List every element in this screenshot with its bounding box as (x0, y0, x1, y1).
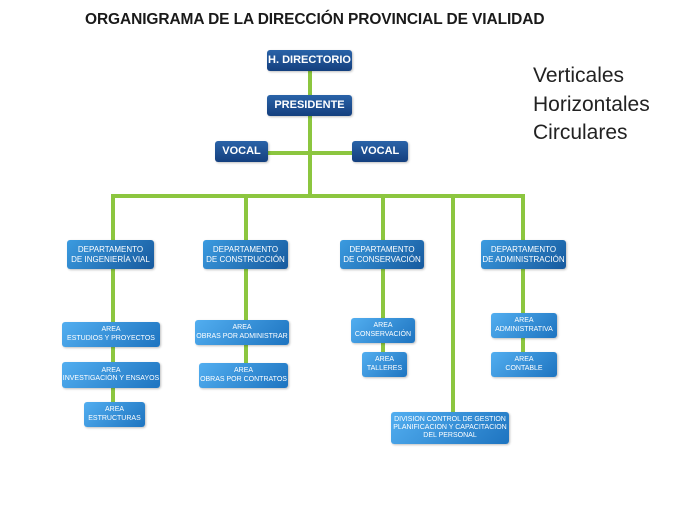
area-line2: INVESTIGACIÓN Y ENSAYOS (62, 375, 160, 382)
dept-line2: DE INGENIERÍA VIAL (71, 254, 150, 264)
area-line2: ESTRUCTURAS (88, 414, 141, 422)
connector-division (451, 194, 455, 414)
dept-line2: DE ADMINISTRACIÓN (482, 254, 565, 264)
area-line1: AREA (232, 324, 252, 332)
area-line1: AREA (374, 356, 395, 364)
box-division-control-gestion: DIVISION CONTROL DE GESTION PLANIFICACIO… (391, 412, 509, 444)
dept-line2: DE CONSERVACIÓN (343, 254, 421, 264)
area-line1: AREA (104, 406, 125, 414)
division-line2: PLANIFICACION Y CAPACITACION (393, 423, 507, 431)
connector-main-vertical (308, 71, 312, 198)
area-line2: CONSERVACIÓN (354, 330, 412, 338)
connector-construccion (244, 194, 248, 364)
area-line1: AREA (514, 317, 534, 325)
box-h-directorio: H. DIRECTORIO (267, 50, 352, 71)
box-vocal-left: VOCAL (215, 141, 268, 162)
area-line1: AREA (101, 326, 121, 334)
box-vocal-right: VOCAL (352, 141, 408, 162)
connector-vocales (268, 151, 352, 155)
box-presidente: PRESIDENTE (267, 95, 352, 116)
area-line2: OBRAS POR ADMINISTRAR (196, 332, 288, 340)
dept-line1: DEPARTAMENTO (77, 245, 144, 255)
dept-line1: DEPARTAMENTO (490, 245, 557, 255)
area-line1: AREA (373, 322, 393, 330)
area-line2: CONTABLE (505, 364, 543, 372)
area-line2: TALLERES (366, 364, 403, 372)
connector-administracion (521, 194, 525, 354)
dept-line2: DE CONSTRUCCIÓN (206, 254, 285, 264)
area-line2: ESTUDIOS Y PROYECTOS (67, 334, 155, 342)
chart-title: ORGANIGRAMA DE LA DIRECCIÓN PROVINCIAL D… (85, 11, 545, 28)
area-line2: ADMINISTRATIVA (495, 325, 553, 333)
division-line1: DIVISION CONTROL DE GESTION (394, 415, 506, 423)
connector-conservacion (381, 194, 385, 354)
connector-ingenieria (111, 194, 115, 402)
division-line3: DEL PERSONAL (423, 432, 477, 440)
area-line1: AREA (514, 356, 534, 364)
side-note-circulares: Circulares (533, 121, 628, 144)
side-note-verticales: Verticales (533, 64, 625, 87)
dept-line1: DEPARTAMENTO (349, 245, 415, 255)
connector-bus (111, 194, 525, 198)
dept-line1: DEPARTAMENTO (212, 245, 279, 255)
area-line1: AREA (101, 366, 121, 374)
side-note-horizontales: Horizontales (533, 93, 650, 116)
area-line2: OBRAS POR CONTRATOS (200, 375, 287, 383)
area-line1: AREA (233, 367, 254, 375)
